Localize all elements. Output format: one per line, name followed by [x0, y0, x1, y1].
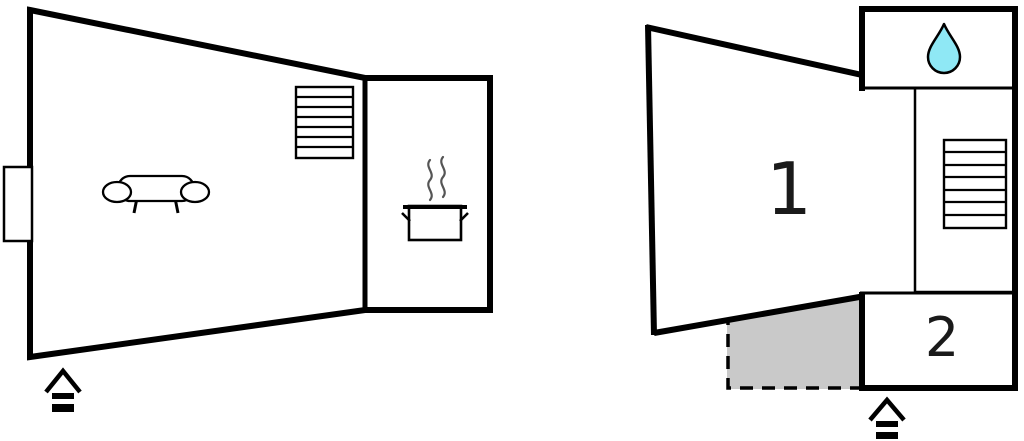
room-1-label: 1 [766, 147, 812, 231]
sofa-icon [101, 174, 211, 214]
steam-line [427, 158, 433, 202]
left-outer-wall-outline [27, 6, 493, 361]
stairs-icon [294, 85, 355, 160]
stairs-icon [942, 138, 1008, 230]
right-floorplan: 1 2 [645, 6, 1018, 439]
cooking-pot-icon [401, 155, 469, 242]
steam-line [440, 155, 446, 199]
terrace-dashed-area [726, 297, 863, 390]
room-2 [859, 291, 1018, 391]
window-marker [2, 165, 34, 243]
entrance-icon [868, 396, 906, 439]
entrance-icon [44, 367, 82, 412]
water-drop-icon [926, 22, 962, 75]
room-1 [645, 24, 917, 336]
room-2-label: 2 [925, 306, 959, 369]
left-floorplan [2, 6, 493, 412]
